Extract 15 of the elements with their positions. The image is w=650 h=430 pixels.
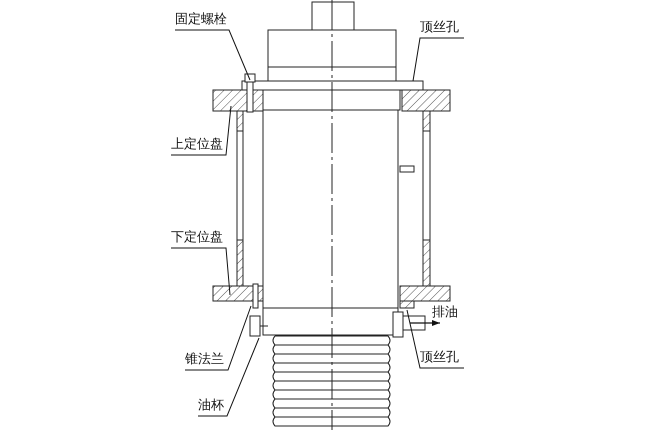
callout-label: 油杯	[198, 398, 224, 414]
leader-line	[170, 248, 230, 296]
callout-label: 固定螺栓	[175, 12, 227, 28]
leader-line	[184, 306, 252, 370]
callout-label: 顶丝孔	[420, 20, 459, 36]
leader-line	[412, 38, 464, 82]
leader-line	[174, 30, 250, 80]
callout-label: 上定位盘	[171, 137, 223, 153]
flow-label: 排油	[432, 305, 458, 321]
callout-label: 下定位盘	[171, 230, 223, 246]
leader-line	[170, 106, 232, 156]
leader-line	[198, 338, 260, 416]
callout-label: 锥法兰	[185, 352, 224, 368]
callout-label: 顶丝孔	[420, 350, 459, 366]
leader-line	[406, 310, 464, 368]
